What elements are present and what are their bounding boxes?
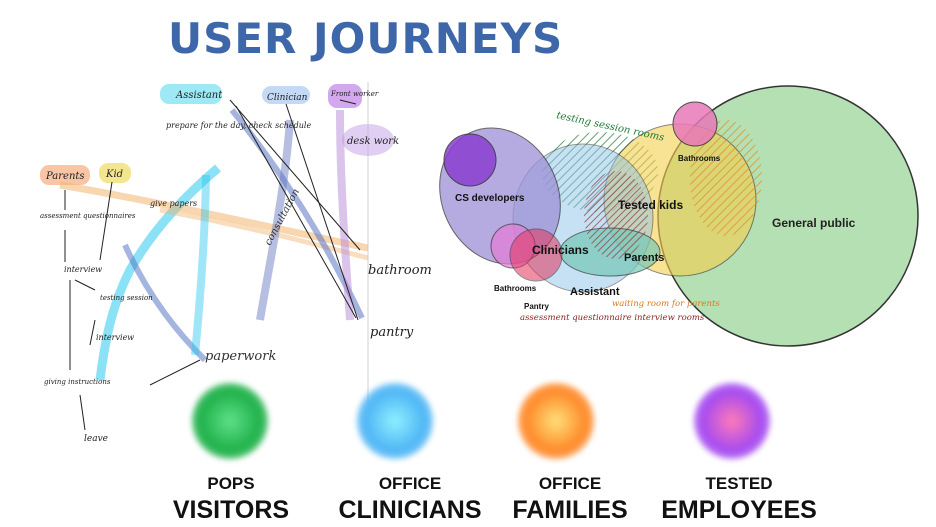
role-front-worker: Front worker (330, 90, 379, 98)
note-give-papers: give papers (150, 199, 197, 208)
note-giving-instructions: giving instructions (44, 378, 111, 386)
bathrooms-top-circle (672, 101, 718, 147)
label-tested-kids: Tested kids (618, 198, 683, 212)
note-waiting-room: waiting room for parents (612, 299, 720, 309)
page-title: USER JOURNEYS (168, 14, 564, 63)
note-pantry: pantry (370, 325, 414, 340)
persona-families-top: OFFICE (538, 474, 602, 493)
persona-clinicians-top: OFFICE (378, 474, 442, 493)
persona-visitors-top: POPS (207, 474, 255, 493)
label-parents: Parents (624, 252, 664, 264)
note-leave: leave (84, 434, 108, 444)
note-desk-work: desk work (347, 136, 399, 147)
persona-employees: TESTED EMPLOYEES (639, 474, 839, 525)
persona-visitors-main: VISITORS (172, 496, 290, 524)
journey-sketch: Assistant Clinician Front worker Parents… (40, 82, 432, 444)
assistant-path-stroke-2 (191, 174, 210, 356)
employees-orb (694, 383, 770, 459)
kid-highlight (99, 163, 131, 183)
label-clinicians: Clinicians (532, 243, 589, 257)
visitors-orb (192, 383, 268, 459)
paperwork-path-stroke (122, 243, 208, 363)
persona-families-main: FAMILIES (512, 496, 628, 524)
label-assistant: Assistant (570, 286, 620, 298)
role-assistant: Assistant (175, 90, 223, 101)
role-parents: Parents (45, 171, 85, 182)
label-bathrooms-top: Bathrooms (678, 154, 721, 163)
parents-path-stroke (59, 181, 369, 252)
persona-employees-main: EMPLOYEES (661, 496, 817, 524)
front-worker-path-stroke (336, 109, 354, 321)
front-worker-highlight (328, 84, 362, 108)
assistant-path-stroke (95, 164, 221, 381)
note-interview-1: interview (64, 265, 102, 274)
role-clinician: Clinician (267, 93, 308, 103)
note-testing-session: testing session (100, 294, 153, 302)
venn-diagram: General public CS developers Tested kids… (439, 85, 919, 347)
shared-rooms-hatch (584, 171, 648, 259)
persona-families: OFFICE FAMILIES (470, 474, 670, 525)
role-kid: Kid (105, 169, 123, 180)
desk-work-highlight (342, 124, 394, 156)
note-assessment-rooms: assessment questionnaire interview rooms (520, 313, 705, 323)
cs-inner-circle (443, 133, 497, 187)
waiting-room-hatch (690, 120, 762, 236)
note-assessment: assessment questionnaires (40, 212, 136, 220)
clinicians-pink-circle (509, 228, 563, 282)
persona-clinicians: OFFICE CLINICIANS (310, 474, 510, 525)
persona-visitors: POPS VISITORS (131, 474, 331, 525)
families-orb (518, 383, 594, 459)
label-bathrooms-bottom: Bathrooms (494, 284, 537, 293)
clinicians-orb (357, 383, 433, 459)
assistant-highlight (160, 84, 222, 104)
note-prepare: prepare for the day, check schedule (166, 121, 311, 130)
persona-employees-top: TESTED (705, 474, 773, 493)
label-pantry: Pantry (524, 302, 549, 311)
note-interview-2: interview (96, 333, 134, 342)
clinician-highlight (262, 86, 310, 104)
label-general-public: General public (772, 216, 856, 230)
label-cs-developers: CS developers (455, 193, 525, 204)
persona-clinicians-main: CLINICIANS (338, 496, 482, 524)
note-bathroom: bathroom (368, 263, 432, 278)
parents-highlight (40, 165, 90, 185)
clinician-path-stroke (256, 119, 294, 321)
note-paperwork: paperwork (205, 349, 276, 364)
